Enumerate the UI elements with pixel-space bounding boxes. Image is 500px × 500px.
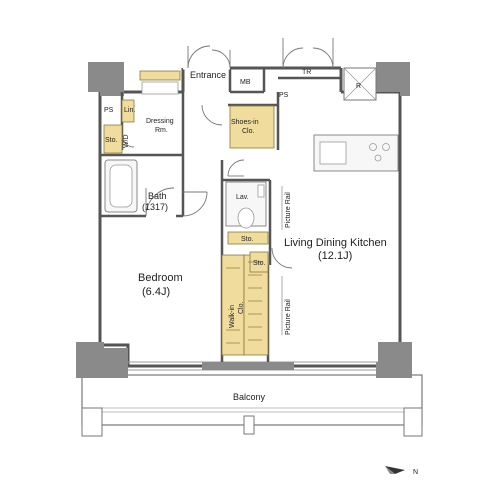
ps-top-label: PS: [279, 92, 289, 99]
wd-label: W/D: [123, 134, 130, 148]
top-window-door: [282, 38, 334, 69]
dressing-rm-label: Rm.: [155, 127, 168, 134]
walk-in-label: Walk-in: [229, 305, 236, 328]
storage-areas: [103, 70, 275, 356]
entrance-label: Entrance: [190, 70, 226, 80]
tr-label: TR: [302, 69, 311, 76]
ldk-size-label: (12.1J): [318, 250, 352, 262]
interior-doors: [121, 104, 293, 269]
sto-ldk-label: Sto.: [253, 260, 266, 267]
shoes-clo-label: Clo.: [242, 128, 255, 135]
fixtures: [104, 67, 399, 335]
dressing-label: Dressing: [146, 118, 174, 125]
picture-rail-label-1: Picture Rail: [285, 192, 292, 228]
north-arrow-icon: N: [385, 466, 418, 476]
entrance-door: [183, 45, 231, 70]
room-labels: Entrance MB TR PS PS Lin. Dressing Rm. W…: [104, 69, 387, 402]
refrigerator-r-label: R: [356, 83, 361, 90]
shoes-in-label: Shoes-in: [231, 119, 259, 126]
balcony-label: Balcony: [233, 392, 266, 402]
bath-label: Bath: [148, 191, 167, 201]
balcony-area: [81, 374, 423, 437]
structural-columns: [76, 62, 412, 378]
sto-dressing-label: Sto.: [105, 137, 118, 144]
ldk-label: Living Dining Kitchen: [284, 237, 387, 249]
linen-label: Lin.: [124, 107, 135, 114]
walk-in-clo-label: Clo.: [238, 301, 245, 314]
sto-lav-label: Sto.: [241, 236, 254, 243]
bedroom-label: Bedroom: [138, 272, 183, 284]
bedroom-size-label: (6.4J): [142, 286, 170, 298]
mb-label: MB: [240, 79, 251, 86]
lav-label: Lav.: [236, 194, 249, 201]
ps-left-label: PS: [104, 107, 114, 114]
bath-size-label: (1317): [142, 202, 168, 212]
north-label: N: [413, 469, 418, 476]
picture-rail-label-2: Picture Rail: [285, 299, 292, 335]
